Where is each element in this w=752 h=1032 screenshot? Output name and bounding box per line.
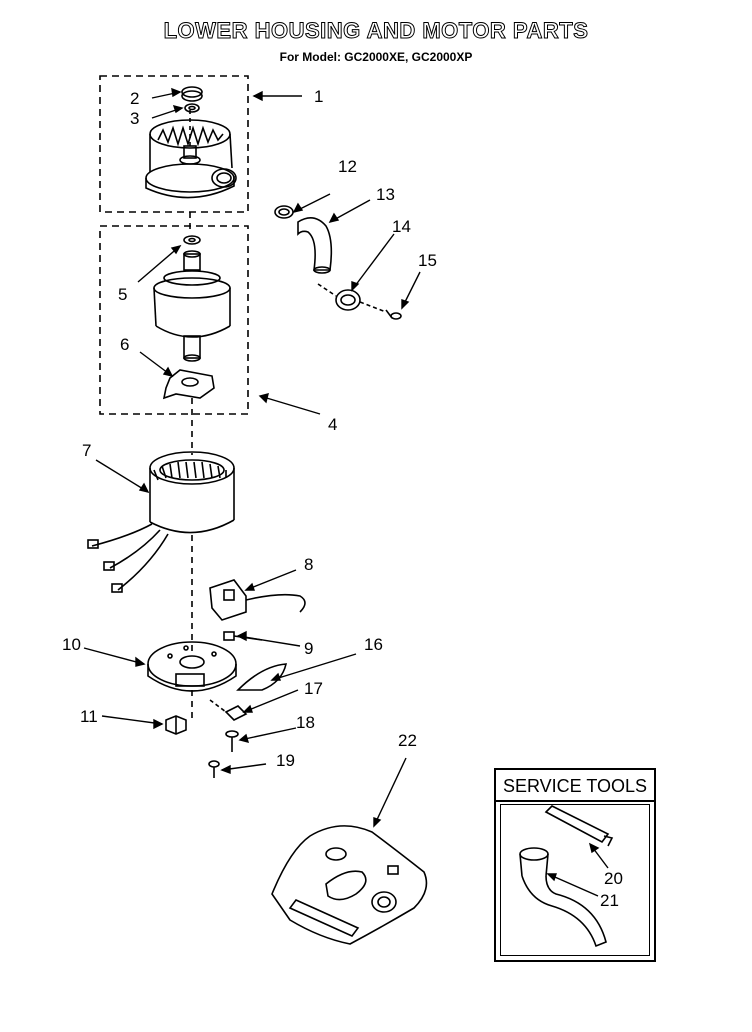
service-tools-heading: SERVICE TOOLS [496, 770, 654, 802]
part-14-clamp [317, 283, 361, 311]
callout-8: 8 [304, 555, 314, 574]
part-12-ring [274, 205, 294, 219]
part-17-pad [209, 699, 248, 721]
part-21-tool [519, 847, 607, 948]
part-15-screw [359, 301, 402, 320]
part-7-stator [87, 451, 235, 593]
callout-5: 5 [118, 285, 128, 304]
callout-2: 2 [130, 89, 140, 108]
part-22-kit-bag [271, 825, 428, 945]
callout-3: 3 [130, 109, 140, 128]
callout-12: 12 [338, 157, 357, 176]
part-18-screw [225, 730, 239, 752]
callout-11: 11 [80, 707, 98, 726]
part-13-elbow [297, 217, 333, 274]
part-2-cap [181, 86, 203, 102]
callout-16: 16 [364, 635, 383, 654]
callout-4: 4 [328, 415, 338, 434]
callout-22: 22 [398, 731, 417, 750]
part-11-nut [165, 715, 187, 735]
callout-20: 20 [604, 869, 623, 888]
callout-15: 15 [418, 251, 437, 270]
service-tools-inner-frame [500, 804, 650, 956]
diagram-title: LOWER HOUSING AND MOTOR PARTS [163, 18, 589, 44]
callout-19: 19 [276, 751, 295, 770]
leader-lines [83, 87, 609, 897]
callout-1: 1 [314, 87, 324, 106]
callout-21: 21 [600, 891, 619, 910]
callout-6: 6 [120, 335, 130, 354]
part-10-base-plate [147, 641, 237, 692]
part-19-screw [208, 760, 220, 778]
callout-13: 13 [376, 185, 395, 204]
assembly-box-4 [99, 225, 249, 415]
callout-9: 9 [304, 639, 314, 658]
part-1-upper-housing [145, 110, 237, 199]
callout-10: 10 [62, 635, 81, 654]
callout-7: 7 [82, 441, 92, 460]
callout-18: 18 [296, 713, 315, 732]
part-3-washer [184, 103, 200, 113]
callout-17: 17 [304, 679, 323, 698]
part-6-bracket [162, 369, 215, 400]
assembly-box-1 [99, 75, 249, 213]
part-20-tool [544, 805, 614, 847]
part-8-switch [209, 579, 306, 621]
part-5-rotor [153, 235, 231, 362]
part-16-shield [236, 663, 288, 691]
callout-14: 14 [392, 217, 411, 236]
model-subtitle: For Model: GC2000XE, GC2000XP [279, 50, 473, 64]
service-tools-panel: SERVICE TOOLS [494, 768, 656, 962]
